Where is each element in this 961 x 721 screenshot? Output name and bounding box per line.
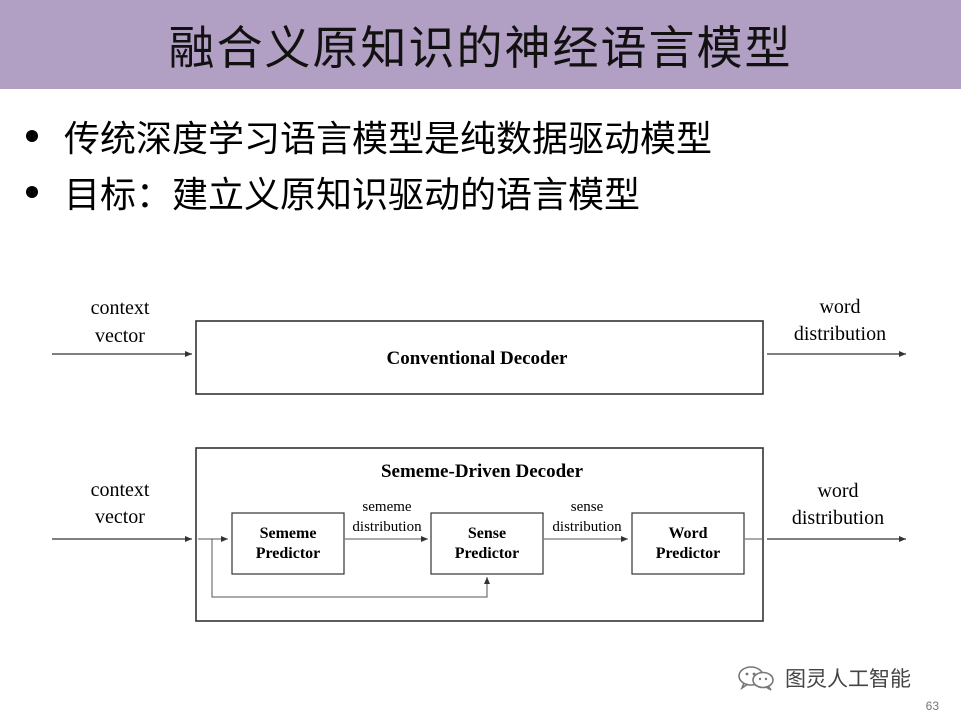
slide-title: 融合义原知识的神经语言模型 xyxy=(168,20,793,75)
bullet-dot-icon xyxy=(26,130,38,142)
bullet-item: 目标：建立义原知识驱动的语言模型 xyxy=(22,164,712,220)
sememe-predictor-box xyxy=(231,512,345,575)
sememe-driven-decoder-label: Sememe-Driven Decoder xyxy=(381,461,584,482)
bottom-output-label-line1: word xyxy=(817,480,858,502)
bypass-connector xyxy=(211,539,490,598)
bottom-input-label-line2: vector xyxy=(95,506,145,528)
sense-predictor-box xyxy=(430,512,544,575)
sense-predictor-label-line1: Sense xyxy=(468,525,506,542)
sememe-distribution-label-line2: distribution xyxy=(352,519,422,535)
top-output-label-line1: word xyxy=(819,296,860,318)
top-input-label-line1: context xyxy=(91,297,150,319)
bullet-list: 传统深度学习语言模型是纯数据驱动模型 目标：建立义原知识驱动的语言模型 xyxy=(22,108,712,220)
watermark-text: 图灵人工智能 xyxy=(785,667,911,691)
bottom-output-label-line2: distribution xyxy=(792,507,884,529)
top-input-label-line2: vector xyxy=(95,325,145,347)
sememe-distribution-label-line1: sememe xyxy=(362,499,411,515)
word-predictor-label-line1: Word xyxy=(668,525,707,542)
bullet-dot-icon xyxy=(26,186,38,198)
bottom-input-label-line1: context xyxy=(91,479,150,501)
title-bar: 融合义原知识的神经语言模型 xyxy=(0,0,961,89)
bullet-item: 传统深度学习语言模型是纯数据驱动模型 xyxy=(22,108,712,164)
wechat-icon xyxy=(738,666,774,691)
bullet-text: 传统深度学习语言模型是纯数据驱动模型 xyxy=(64,119,713,160)
word-predictor-box xyxy=(631,512,745,575)
watermark: 图灵人工智能 xyxy=(737,663,911,693)
bullet-text: 目标：建立义原知识驱动的语言模型 xyxy=(64,175,641,216)
top-output-label-line2: distribution xyxy=(794,323,886,345)
page-number: 63 xyxy=(925,699,939,713)
sense-distribution-label-line2: distribution xyxy=(552,519,622,535)
sememe-predictor-label-line2: Predictor xyxy=(256,545,321,562)
sememe-predictor-label-line1: Sememe xyxy=(260,525,317,542)
conventional-decoder-label: Conventional Decoder xyxy=(386,348,568,369)
conventional-decoder-box xyxy=(195,320,764,395)
word-predictor-label-line2: Predictor xyxy=(656,545,721,562)
sense-predictor-label-line2: Predictor xyxy=(455,545,520,562)
sense-distribution-label-line1: sense xyxy=(571,499,604,515)
